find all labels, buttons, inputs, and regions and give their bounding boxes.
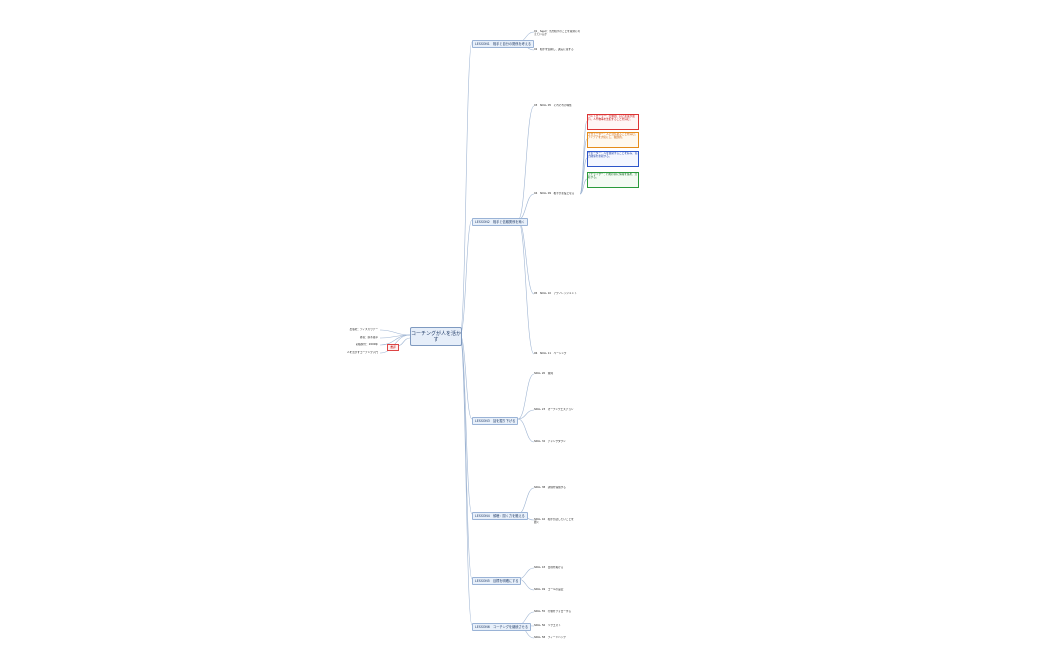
left-note[interactable]: 初版発行：2000年 [355,343,378,346]
lesson-item[interactable]: 02 相手を信頼し、誠実に接する [534,48,574,51]
lesson-4[interactable]: LESSON4 傾聴：聞く力を鍛える [472,512,528,520]
item-link [517,418,535,443]
type-box-supporter[interactable]: サポーター：人を援助することを好み、協力関係を重視する。 [587,151,639,167]
branch-link [459,334,473,580]
lesson-item[interactable]: SKILL 55 行動をフォローする [534,610,572,613]
left-note[interactable]: 人を活かすコーチング入門 [346,351,378,354]
lesson-item[interactable]: 06 SKILL 11 ペーシング [534,352,567,355]
lesson-item[interactable]: SKILL 20 質問 [534,372,553,375]
note-link [379,329,411,336]
item-link [579,120,588,195]
type-box-analyzer[interactable]: アナライザー：行動の前に情報を集め、分析する。 [587,172,639,188]
lesson-item[interactable]: 01 Seed：当方相手のことを真剣に考えているか [534,30,581,37]
lesson-item[interactable]: 05 SKILL 10 アクノレッジメント [534,292,577,295]
branch-link [459,41,473,336]
lesson-5[interactable]: LESSON5 目標を明確にする [472,577,522,585]
central-topic-label: コーチングが人を活かす [411,330,462,343]
type-box-promoter[interactable]: プロモーター：人と活気あることを好む。アイデアを大切にし、独創的。 [587,132,639,148]
item-link [517,409,535,420]
left-note[interactable]: 著者：鈴木義幸 [359,336,378,339]
central-topic[interactable]: コーチングが人を活かす [410,327,462,346]
item-link [517,373,535,420]
left-note[interactable]: 出版社：ディスカヴァー [349,328,378,331]
item-link [579,157,588,195]
side-tag[interactable]: 書評 [387,344,399,351]
lesson-item[interactable]: SKILL 38 評価を保留する [534,486,566,489]
item-link [517,487,535,515]
lesson-3[interactable]: LESSON3 話を掘り下げる [472,417,519,425]
item-link [579,138,588,195]
type-box-controller[interactable]: コントローラー：行動的、自己主張が強い。人や物事を支配することを好む。 [587,114,639,130]
lesson-2[interactable]: LESSON2 相手と信頼関係を築く [472,218,528,226]
lesson-item[interactable]: SKILL 23 オープンクエスチョン [534,408,574,411]
lesson-item[interactable]: 03 SKILL 05 それぞれの特性 [534,104,572,107]
lesson-1[interactable]: LESSON1 相手と自分の関係を考える [472,40,535,48]
lesson-item[interactable]: SKILL 56 リクエスト [534,624,561,627]
item-link [517,105,535,221]
branch-link [459,219,473,336]
lesson-item[interactable]: 04 SKILL 09 相手が主役となる [534,192,575,195]
item-link [579,178,588,195]
lesson-item[interactable]: SKILL 43 目標を掲げる [534,566,564,569]
lesson-item[interactable]: SKILL 49 ゴールの設定 [534,588,564,591]
branch-link [459,334,473,626]
lesson-item[interactable]: SKILL 58 フィードバック [534,636,566,639]
lesson-6[interactable]: LESSON6 コーチングを継続させる [472,623,532,631]
lesson-item[interactable]: SKILL 42 相手が話したいことを聞く [534,518,574,525]
item-link [517,219,535,355]
lesson-item[interactable]: SKILL 32 チャンクダウン [534,440,566,443]
